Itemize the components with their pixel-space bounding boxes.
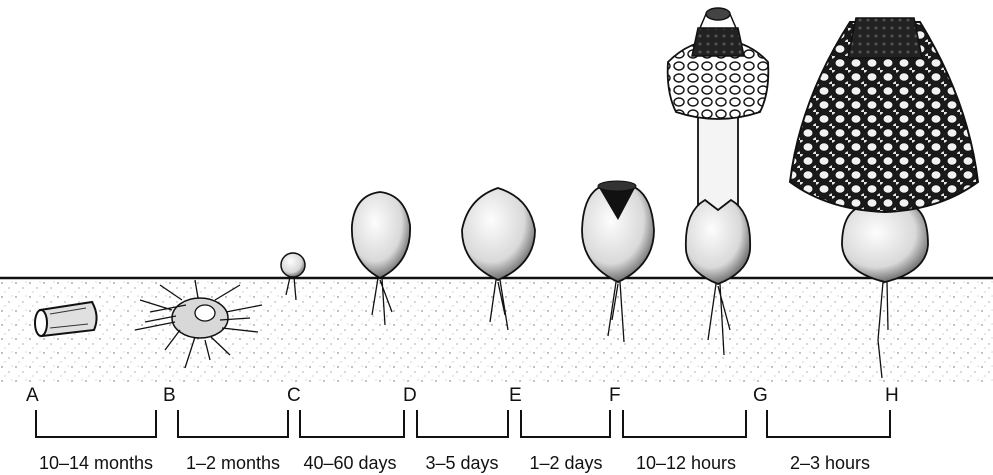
interval-bracket [767,410,890,437]
interval-label: 1–2 months [186,454,280,472]
stage-label-d: D [403,386,417,405]
interval-label: 10–12 hours [636,454,736,472]
interval-label: 40–60 days [303,454,396,472]
interval-label: 10–14 months [39,454,153,472]
soil-area [0,278,993,383]
interval-bracket [521,410,610,437]
stage-label-c: C [287,386,301,405]
interval-bracket [178,410,288,437]
interval-brackets [36,410,890,437]
stage-label-b: B [163,386,176,405]
stage-label-e: E [509,386,522,405]
interval-bracket [623,410,746,437]
interval-bracket [417,410,508,437]
stage-label-h: H [885,386,899,405]
stage-label-g: G [753,386,768,405]
interval-bracket [300,410,404,437]
interval-bracket [36,410,156,437]
interval-label: 2–3 hours [790,454,870,472]
interval-label: 1–2 days [529,454,602,472]
stage-label-a: A [26,386,39,405]
interval-label: 3–5 days [425,454,498,472]
stage-label-f: F [609,386,621,405]
